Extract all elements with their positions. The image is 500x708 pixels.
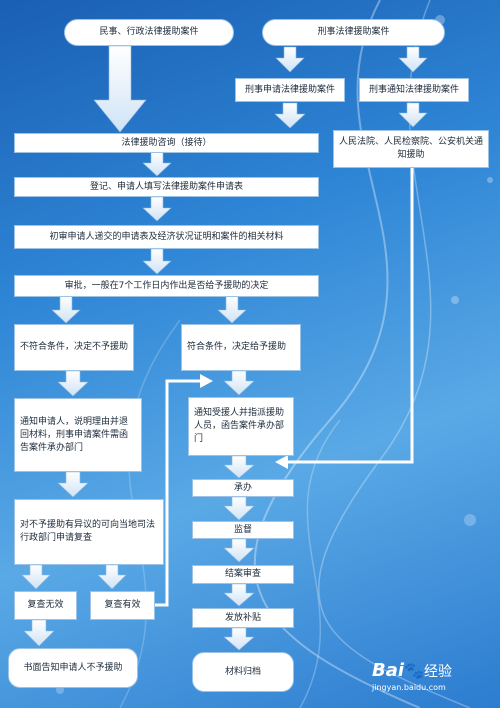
subsidy-node: 发放补贴 bbox=[192, 608, 294, 628]
notify-applicant-node: 通知申请人，说明理由并退回材料，刑事申请案件需函告案件承办部门 bbox=[14, 398, 142, 472]
not-qualified-node: 不符合条件，决定不予援助 bbox=[14, 324, 134, 371]
undertake-node: 承办 bbox=[192, 479, 294, 497]
written-notice-node: 书面告知申请人不予援助 bbox=[8, 648, 138, 688]
consult-node: 法律援助咨询（接待） bbox=[14, 133, 319, 153]
baidu-logo-tail: 经验 bbox=[423, 664, 452, 680]
criminal-apply-node: 刑事申请法律援助案件 bbox=[235, 78, 345, 102]
review-valid-node: 复查有效 bbox=[90, 591, 155, 620]
criminal-notify-node: 刑事通知法律援助案件 bbox=[359, 78, 469, 102]
civil-admin-case-node: 民事、行政法律援助案件 bbox=[64, 19, 234, 46]
supervise-node: 监督 bbox=[192, 521, 294, 539]
closing-review-node: 结案审查 bbox=[192, 565, 294, 584]
watermark-url: jingyan.baidu.com bbox=[372, 683, 446, 692]
criminal-case-node: 刑事法律援助案件 bbox=[262, 19, 445, 46]
register-node: 登记、申请人填写法律援助案件申请表 bbox=[14, 177, 319, 197]
approval-node: 审批，一般在7个工作日内作出是否给予援助的决定 bbox=[14, 275, 319, 297]
court-agencies-node: 人民法院、人民检察院、公安机关通知援助 bbox=[333, 130, 489, 168]
paw-icon: 🐾 bbox=[404, 661, 424, 680]
baidu-logo-text: Bai bbox=[372, 660, 405, 681]
qualified-node: 符合条件，决定给予援助 bbox=[181, 324, 301, 371]
notify-aided-node: 通知受援人并指派援助人员，函告案件承办部门 bbox=[188, 397, 294, 456]
review-invalid-node: 复查无效 bbox=[14, 591, 77, 620]
archive-node: 材料归档 bbox=[192, 652, 294, 692]
preliminary-review-node: 初审申请人递交的申请表及经济状况证明和案件的相关材料 bbox=[14, 225, 319, 249]
baidu-watermark: Bai🐾经验 jingyan.baidu.com bbox=[372, 660, 496, 704]
objection-node: 对不予援助有异议的可向当地司法行政部门申请复查 bbox=[14, 499, 164, 565]
